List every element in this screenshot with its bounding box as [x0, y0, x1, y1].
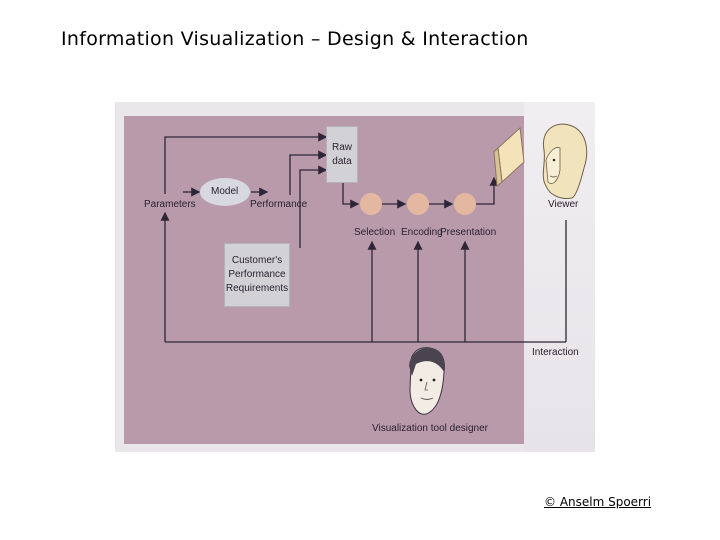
requirements-label: Customer's Performance Requirements — [225, 255, 289, 294]
designer-label: Visualization tool designer — [372, 423, 489, 434]
designer-face-icon — [409, 347, 445, 415]
slide-title: Information Visualization – Design & Int… — [61, 28, 529, 50]
raw-data-label-line1: Raw data — [331, 141, 352, 167]
viewer-face-icon — [542, 123, 588, 199]
presentation-stage-circle — [454, 193, 476, 215]
selection-label: Selection — [354, 227, 396, 238]
selection-stage-circle — [360, 193, 382, 215]
requirements-to-raw-data-line — [299, 165, 328, 248]
performance-to-raw-data-line — [289, 150, 328, 195]
parameters-label: Parameters — [144, 199, 196, 210]
presentation-label: Presentation — [440, 227, 497, 238]
encoding-label: Encoding — [401, 227, 443, 238]
viewer-label: Viewer — [548, 199, 579, 210]
raw-data-to-selection-line — [342, 182, 360, 209]
requirements-box: Customer's Performance Requirements — [224, 243, 290, 307]
encoding-stage-circle — [407, 193, 429, 215]
copyright-link[interactable]: © Anselm Spoerri — [544, 495, 652, 509]
performance-label: Performance — [250, 199, 308, 210]
model-label: Model — [211, 186, 239, 197]
presentation-to-screen-line — [476, 176, 499, 205]
model-ellipse — [200, 178, 250, 206]
interaction-label: Interaction — [532, 347, 579, 358]
parameters-to-raw-data-line — [164, 132, 328, 194]
raw-data-box: Raw data — [326, 126, 358, 183]
screen-icon — [493, 126, 525, 187]
